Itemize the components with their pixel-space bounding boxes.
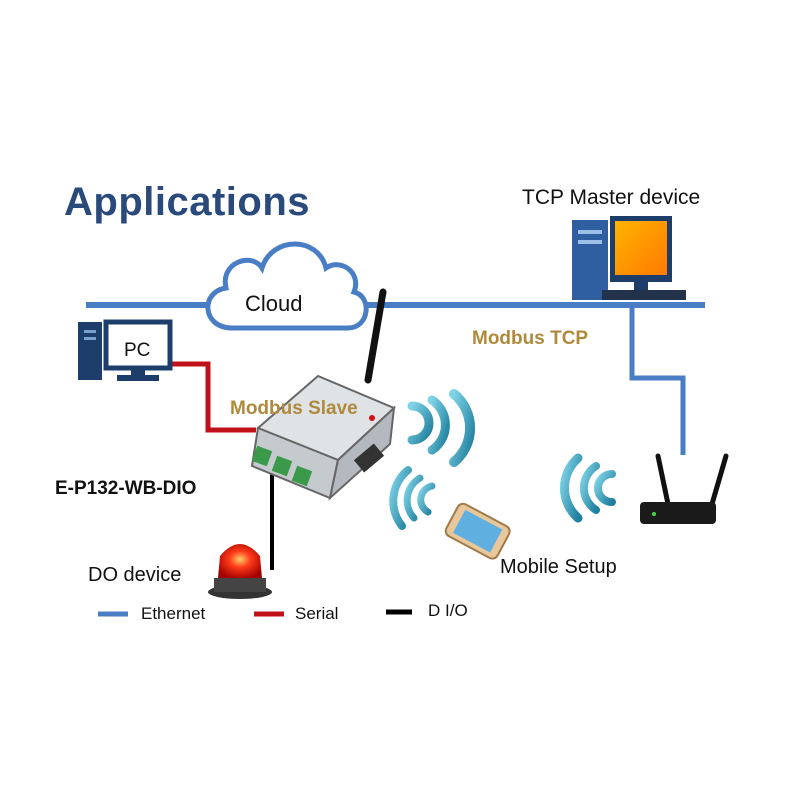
legend-swatches [98,609,412,617]
router-icon [640,453,729,524]
wireless-waves-icon [407,389,475,467]
pc-label: PC [124,340,151,361]
phone-waves-icon [389,466,436,530]
mobile-setup-label: Mobile Setup [500,556,617,578]
tcp-master-label: TCP Master device [522,186,701,209]
gateway-device-icon [250,288,396,501]
device-model-label: E-P132-WB-DIO [55,478,197,499]
ethernet-links [86,302,705,455]
legend-dio-label: D I/O [428,601,468,620]
pc-icon [78,319,173,381]
mobile-phone-icon [444,502,511,560]
warning-lamp-icon [208,544,272,599]
modbus-slave-label: Modbus Slave [230,398,358,419]
legend-serial-label: Serial [295,604,339,623]
router-waves-icon [560,453,616,523]
do-device-label: DO device [88,564,182,586]
page-title: Applications [64,180,311,224]
tcp-master-icon [572,216,686,300]
legend-ethernet-label: Ethernet [141,604,206,623]
serial-link [170,361,256,433]
cloud-icon [205,241,369,331]
cloud-label: Cloud [245,291,303,316]
modbus-tcp-label: Modbus TCP [472,328,589,349]
